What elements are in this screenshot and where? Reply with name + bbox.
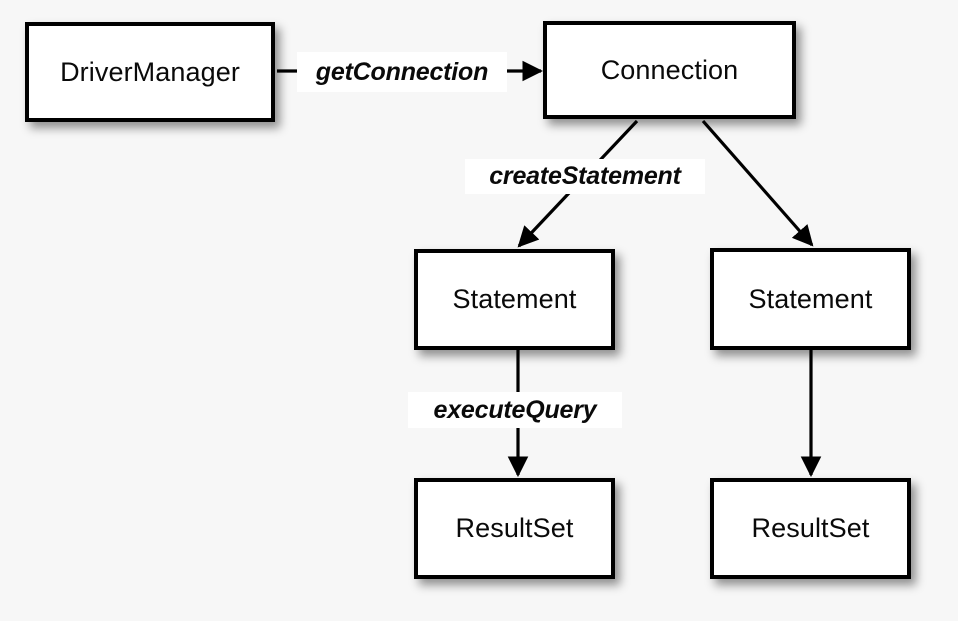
edge-label-createstatement: createStatement [465,159,705,194]
node-resultset-left-label: ResultSet [455,513,574,543]
node-statement-right[interactable]: Statement [710,248,911,350]
edge-label-getconnection: getConnection [297,52,507,92]
node-resultset-left[interactable]: ResultSet [414,478,615,579]
node-resultset-right[interactable]: ResultSet [710,478,911,579]
node-connection-label: Connection [600,54,739,85]
edge-label-executequery: executeQuery [408,392,622,428]
edge-createstatement2-line [701,119,814,247]
node-statement-right-label: Statement [748,283,873,314]
node-resultset-right-label: ResultSet [751,513,870,543]
node-drivermanager-label: DriverManager [60,56,240,87]
node-drivermanager[interactable]: DriverManager [25,22,275,122]
node-statement-left-label: Statement [452,284,577,314]
node-connection[interactable]: Connection [543,21,796,119]
node-statement-left[interactable]: Statement [414,249,615,350]
